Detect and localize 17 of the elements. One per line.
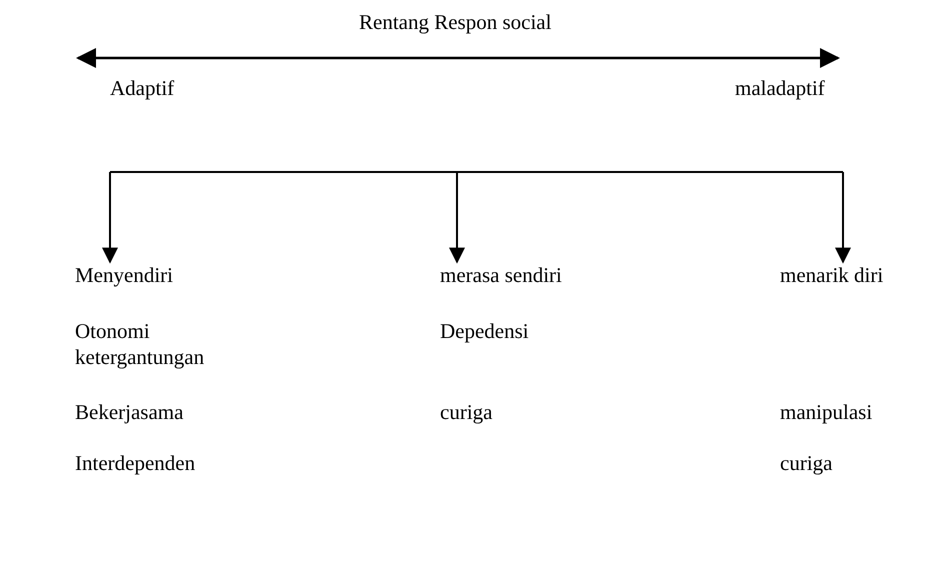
response-text: curiga (780, 450, 834, 476)
response-text: merasa sendiri (440, 262, 563, 288)
arrow (449, 172, 465, 264)
response-text: manipulasi (780, 399, 874, 425)
spectrum-label: maladaptif (735, 76, 825, 101)
response-text: curiga (440, 399, 494, 425)
response-text: Otonomi ketergantungan (75, 318, 206, 370)
title: Rentang Respon social (359, 10, 552, 35)
spectrum-label: Adaptif (110, 76, 174, 101)
arrow (102, 172, 118, 264)
response-text: Menyendiri (75, 262, 174, 288)
response-text: menarik diri (780, 262, 884, 288)
response-text: Interdependen (75, 450, 196, 476)
bracket-line (110, 171, 843, 173)
response-text: Bekerjasama (75, 399, 184, 425)
response-text: Depedensi (440, 318, 530, 344)
arrow (835, 172, 851, 264)
